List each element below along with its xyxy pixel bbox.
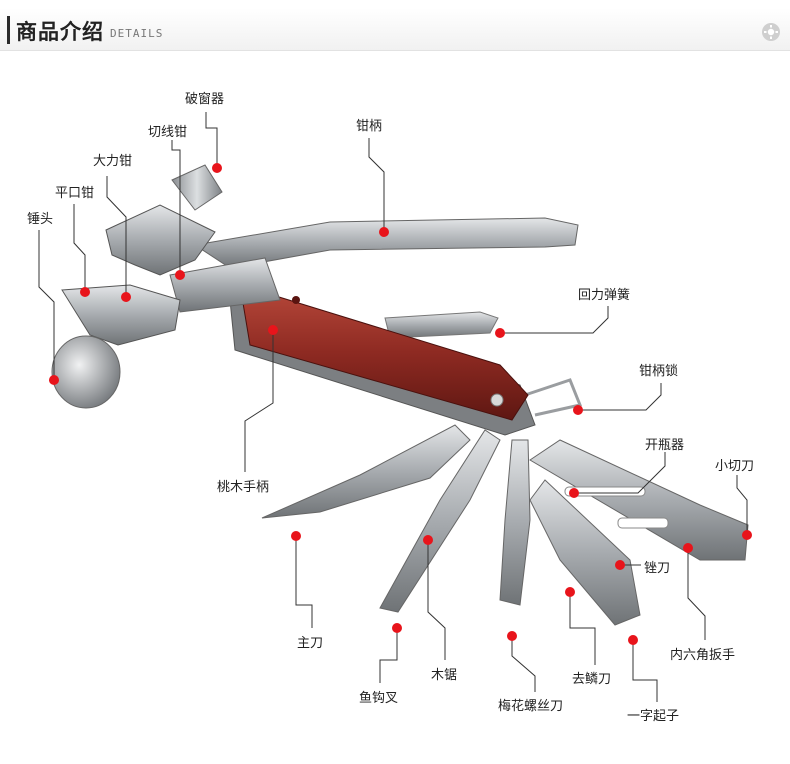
callout-dot-cuodao — [615, 560, 625, 570]
leader-line-neiliu — [687, 548, 706, 640]
callout-dot-chuitou — [49, 375, 59, 385]
label-cuodao: 锉刀 — [644, 561, 671, 576]
callout-dot-dali — [121, 292, 131, 302]
callout-dot-mujv — [423, 535, 433, 545]
callout-dot-yizi — [628, 635, 638, 645]
callout-dot-qianbingsuo — [573, 405, 583, 415]
leader-line-yugou — [379, 628, 398, 683]
leader-line-zhudao — [295, 536, 313, 628]
leader-line-yizi — [632, 640, 658, 702]
label-powang: 破窗器 — [185, 92, 225, 107]
callout-dot-pingkou — [80, 287, 90, 297]
leader-line-kaiping — [574, 452, 666, 494]
callout-dot-qianbing — [379, 227, 389, 237]
callout-lines — [38, 112, 748, 702]
leader-line-pingkou — [73, 204, 86, 292]
label-zhudao: 主刀 — [297, 636, 324, 651]
callout-dot-qiexian — [175, 270, 185, 280]
label-neiliu: 内六角扳手 — [670, 648, 736, 663]
label-dali: 大力钳 — [93, 154, 133, 169]
leader-line-qiexian — [171, 140, 181, 275]
label-yugou: 鱼钩叉 — [359, 691, 399, 706]
leader-line-qianbing — [368, 138, 385, 232]
label-chuitou: 锤头 — [27, 212, 54, 227]
label-qianbing: 钳柄 — [356, 119, 383, 134]
label-qulin: 去鳞刀 — [572, 672, 612, 687]
label-huilitanhuang: 回力弹簧 — [578, 288, 631, 303]
label-yizi: 一字起子 — [627, 709, 680, 724]
callout-dot-neiliu — [683, 543, 693, 553]
label-qianbingsuo: 钳柄锁 — [639, 364, 679, 379]
leader-line-meihua — [511, 636, 536, 692]
header-accent-bar — [7, 16, 10, 44]
callout-dot-xiaoqie — [742, 530, 752, 540]
label-mujv: 木锯 — [431, 668, 458, 683]
leader-line-qulin — [569, 592, 596, 665]
callout-dot-huilitanhuang — [495, 328, 505, 338]
gear-icon — [762, 23, 780, 41]
label-kaiping: 开瓶器 — [645, 438, 685, 453]
callout-dot-powang — [212, 163, 222, 173]
leader-line-dali — [106, 176, 127, 297]
callout-dot-meihua — [507, 631, 517, 641]
label-meihua: 梅花螺丝刀 — [498, 699, 564, 714]
section-header: 商品介绍 DETAILS — [0, 8, 790, 51]
label-qiexian: 切线钳 — [148, 125, 188, 140]
callout-dot-taomu — [268, 325, 278, 335]
leader-line-chuitou — [38, 230, 55, 380]
callout-dot-qulin — [565, 587, 575, 597]
leader-line-huilitanhuang — [500, 306, 609, 334]
callout-dot-zhudao — [291, 531, 301, 541]
leader-line-taomu — [244, 330, 274, 472]
callout-dots — [49, 163, 752, 645]
label-pingkou: 平口钳 — [55, 186, 95, 201]
header-subtitle: DETAILS — [110, 27, 164, 40]
leader-line-xiaoqie — [736, 475, 748, 535]
leader-line-powang — [205, 112, 218, 168]
leader-line-qianbingsuo — [578, 383, 662, 411]
callout-dot-kaiping — [569, 488, 579, 498]
label-xiaoqie: 小切刀 — [715, 459, 755, 474]
header-title: 商品介绍 — [16, 20, 104, 44]
label-taomu: 桃木手柄 — [217, 480, 270, 495]
callout-dot-yugou — [392, 623, 402, 633]
leader-line-mujv — [427, 540, 446, 660]
multitool-image — [51, 164, 749, 626]
